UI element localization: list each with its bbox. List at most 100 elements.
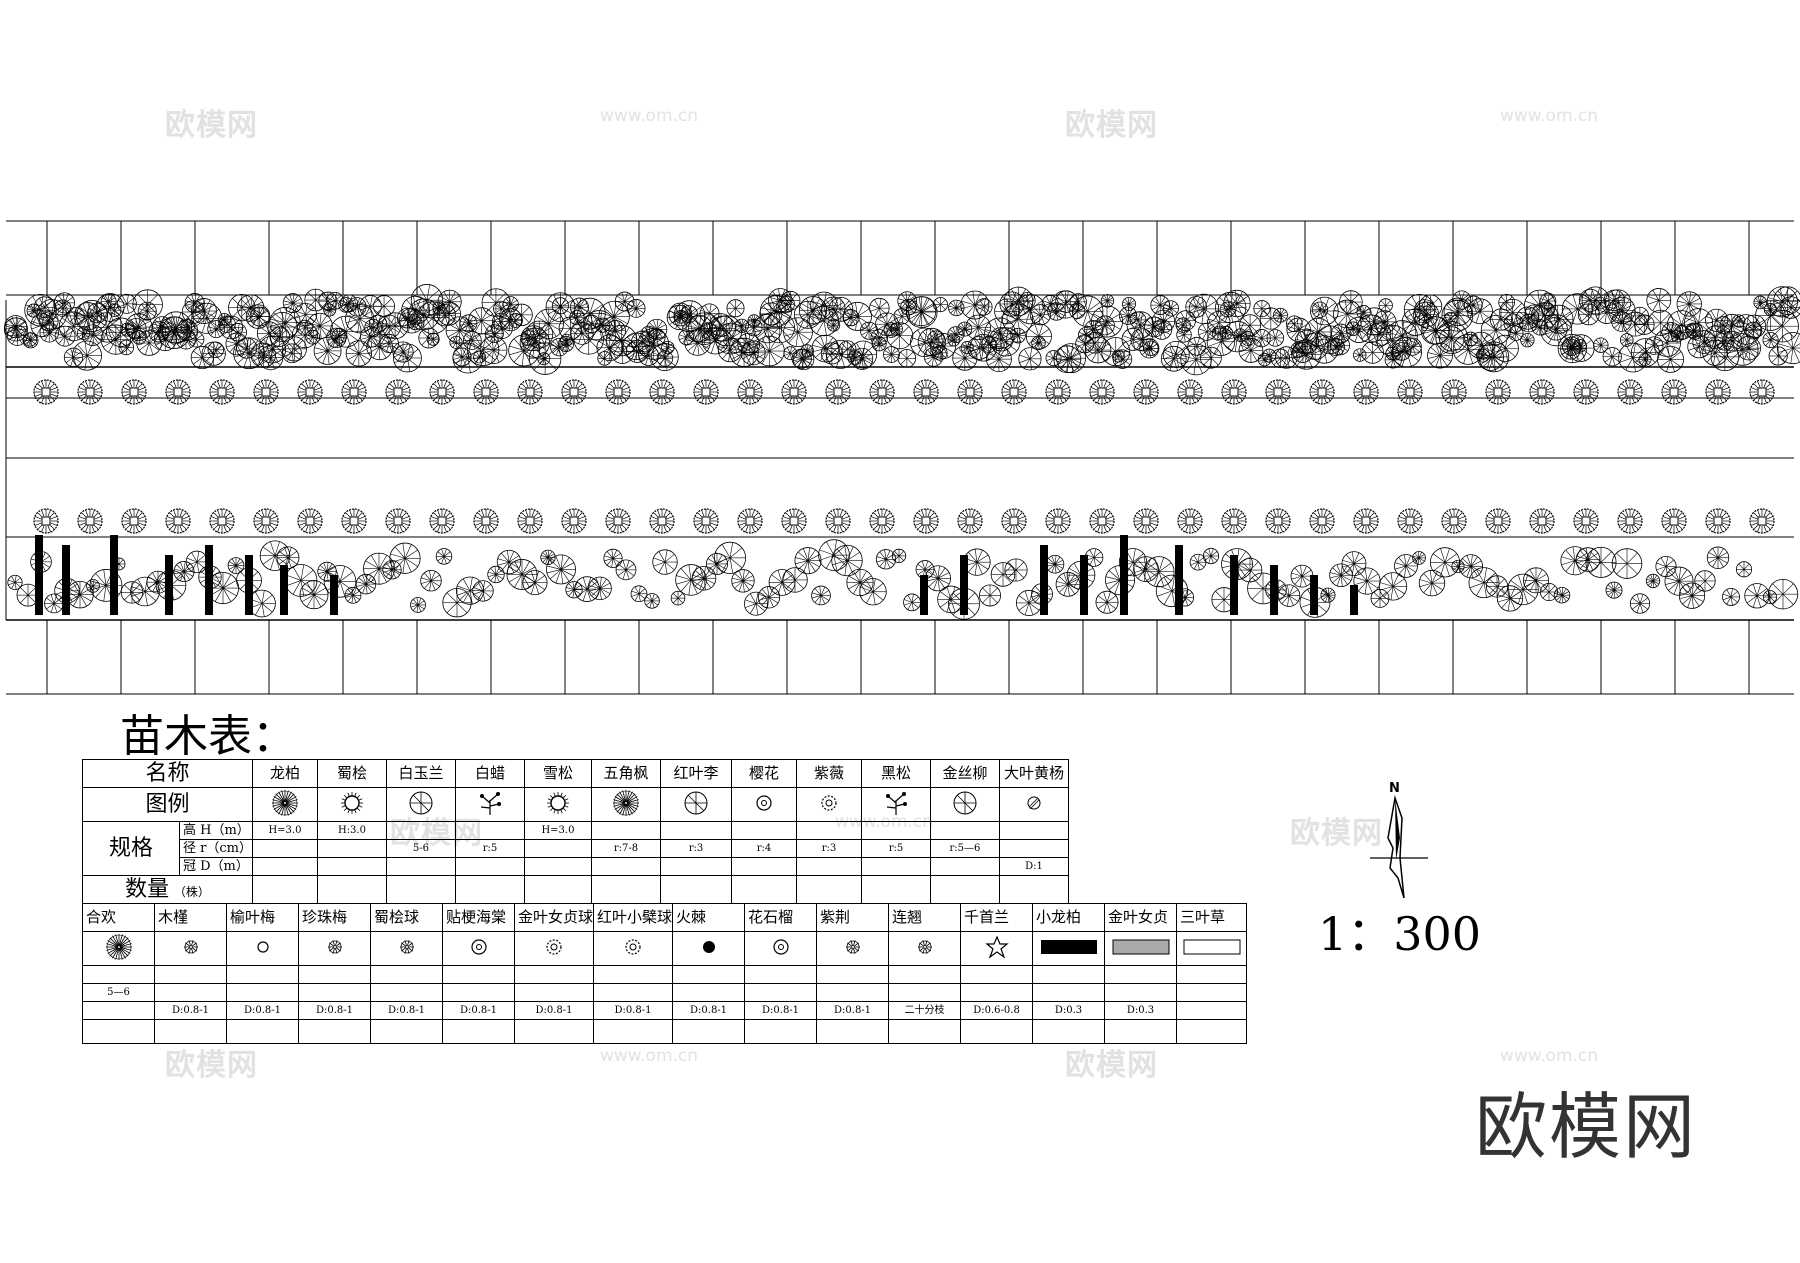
- qty-cell: [454, 875, 525, 904]
- hedge-bar: [1230, 555, 1238, 615]
- shrub-symbol: [569, 309, 585, 326]
- shrub-symbol: [410, 597, 426, 613]
- spec-value-cell: [454, 821, 525, 840]
- shrub-symbol: [849, 340, 878, 369]
- shrub-symbol: [726, 299, 745, 318]
- shrub-symbol: [1162, 300, 1179, 317]
- shrub-symbol: [1605, 581, 1623, 599]
- shrub-symbol: [53, 292, 75, 314]
- shrub-symbol: [780, 290, 801, 311]
- qty-cell: [1104, 1019, 1178, 1044]
- shrub-symbol: [1553, 586, 1571, 604]
- hatched-circle-icon: [1018, 789, 1050, 819]
- shrub-symbol: [891, 548, 907, 564]
- spec-cell: [1176, 965, 1248, 984]
- spec-cell: [370, 965, 443, 984]
- hedge-bar: [960, 555, 968, 615]
- hedge-bar: [1350, 585, 1358, 615]
- spec-value-cell: 5—6: [82, 983, 155, 1002]
- qty-cell: [298, 1019, 371, 1044]
- shrub-symbol: [1439, 326, 1465, 352]
- shrub-symbol: [871, 336, 887, 352]
- street-tree-symbol: [825, 508, 851, 534]
- shrub-symbol: [1664, 566, 1694, 596]
- shrub-symbol: [1320, 587, 1336, 603]
- shrub-symbol: [118, 339, 135, 356]
- brand-logo: 欧模网: [1475, 1085, 1698, 1169]
- shrub-symbol: [435, 548, 453, 565]
- legend-cell: [154, 931, 227, 966]
- spec-value-cell: r:3: [659, 839, 732, 858]
- row-label-legend: 图例: [82, 787, 253, 822]
- shrub-symbol: [306, 312, 333, 340]
- shrub-symbol: [1253, 300, 1271, 318]
- spec-cell: [1032, 965, 1106, 984]
- shrub-symbol: [227, 557, 245, 574]
- filled-ball-icon: [693, 933, 725, 963]
- street-tree-symbol: [737, 379, 763, 405]
- hedge-bar: [1040, 545, 1048, 615]
- legend-cell: [316, 787, 387, 822]
- shrub-symbol: [1611, 548, 1643, 579]
- shrub-symbol: [1188, 293, 1220, 325]
- street-tree-symbol: [341, 508, 367, 534]
- shrub-symbol: [487, 565, 505, 584]
- legend-cell: [523, 787, 592, 822]
- shrub-symbol: [1111, 349, 1125, 363]
- spec-value-cell: [795, 857, 862, 876]
- spec-value-cell: H:3.0: [316, 821, 387, 840]
- shrub-symbol: [1339, 290, 1363, 314]
- shrub-symbol: [883, 346, 900, 363]
- hedge-bar: [62, 545, 70, 615]
- shrub-symbol: [225, 332, 249, 356]
- shrub-symbol: [1237, 557, 1263, 583]
- spec-value-cell: [251, 839, 318, 858]
- street-tree-symbol: [1441, 379, 1467, 405]
- shrub-symbol: [219, 315, 244, 340]
- spec-value-cell: [888, 983, 962, 1002]
- maple-icon: [610, 789, 642, 819]
- shrub-symbol: [782, 567, 808, 593]
- street-tree-symbol: [1485, 508, 1511, 534]
- shrub-symbol: [392, 341, 414, 363]
- shrub-symbol: [393, 343, 422, 373]
- pomegranate-icon: [765, 933, 797, 963]
- shrub-symbol: [1100, 294, 1115, 308]
- shrub-symbol: [1175, 588, 1195, 607]
- small-circle-icon: [247, 933, 279, 963]
- shrub-symbol: [754, 335, 785, 367]
- shrub-symbol: [1585, 546, 1617, 578]
- shrub-symbol: [1304, 317, 1333, 346]
- watermark-brand: 欧模网: [1065, 1048, 1158, 1083]
- legend-cell: [298, 931, 371, 966]
- shrub-symbol: [71, 340, 102, 371]
- spec-value-cell: D:0.8-1: [154, 1001, 227, 1020]
- shrub-symbol: [752, 314, 783, 344]
- quince-icon: [463, 933, 495, 963]
- street-tree-symbol: [517, 508, 543, 534]
- street-tree-symbol: [77, 508, 103, 534]
- shrub-symbol: [1341, 551, 1367, 577]
- shrub-symbol: [116, 293, 137, 314]
- shrub-symbol: [416, 301, 450, 335]
- street-tree-symbol: [429, 379, 455, 405]
- plant-name-cell: 红叶李: [659, 759, 732, 788]
- shrub-symbol: [925, 565, 951, 592]
- shrub-symbol: [757, 586, 781, 609]
- shrub-symbol: [468, 307, 495, 335]
- spec-value-cell: D:0.3: [1032, 1001, 1106, 1020]
- shrub-symbol: [1732, 314, 1746, 328]
- willow-icon: [949, 789, 981, 819]
- shrub-symbol: [472, 580, 494, 602]
- legend-cell: [385, 787, 456, 822]
- legend-cell: [82, 931, 155, 966]
- qty-cell: [226, 1019, 299, 1044]
- street-tree-symbol: [341, 379, 367, 405]
- shrub-symbol: [1273, 307, 1288, 323]
- star-icon: [981, 933, 1013, 963]
- shrub-symbol: [1004, 558, 1028, 582]
- shrub-symbol: [1575, 547, 1601, 572]
- street-tree-symbol: [1353, 508, 1379, 534]
- legend-cell: [593, 931, 674, 966]
- shrub-symbol: [1418, 294, 1443, 318]
